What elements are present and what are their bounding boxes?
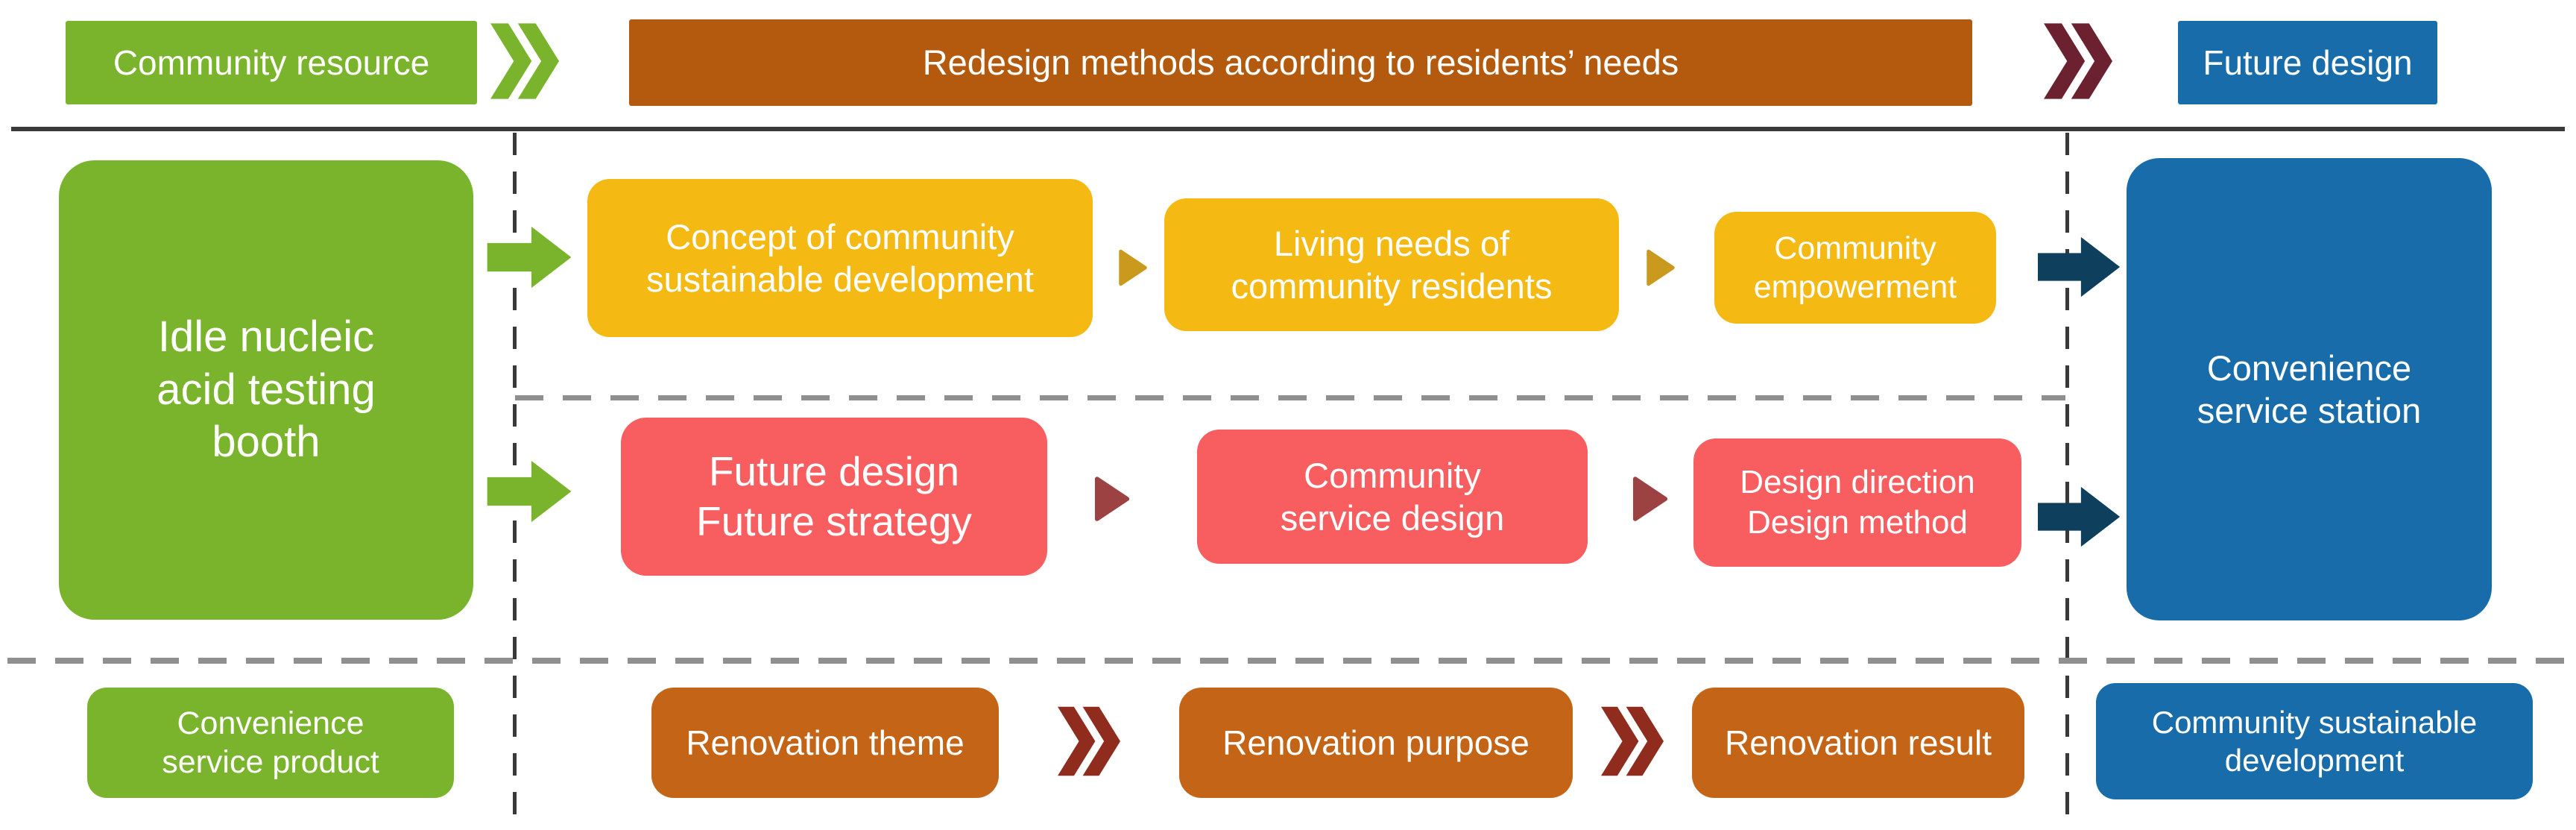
navy-block-arrow-icon xyxy=(2038,236,2121,298)
maroon-triangle-icon xyxy=(1632,477,1668,521)
design-direction-method-box: Design direction Design method xyxy=(1693,438,2021,567)
green-double-chevron-icon xyxy=(490,23,559,99)
green-block-arrow-icon xyxy=(487,226,572,289)
bottom-dashed-guide-line xyxy=(7,658,2569,664)
community-empowerment-box: Community empowerment xyxy=(1714,212,1996,324)
navy-block-arrow-icon xyxy=(2038,486,2121,547)
idle-nucleic-acid-testing-booth-box: Idle nucleic acid testing booth xyxy=(59,160,473,620)
header-redesign-methods-bar: Redesign methods according to residents’… xyxy=(629,19,1972,106)
header-future-design-box: Future design xyxy=(2178,21,2437,104)
concept-sustainable-development-box: Concept of community sustainable develop… xyxy=(587,179,1093,337)
renovation-result-box: Renovation result xyxy=(1692,688,2024,798)
header-community-resource-box: Community resource xyxy=(66,21,477,104)
renovation-purpose-box: Renovation purpose xyxy=(1179,688,1573,798)
future-design-strategy-box: Future design Future strategy xyxy=(621,418,1047,576)
community-service-design-box: Community service design xyxy=(1197,430,1588,564)
gold-triangle-icon xyxy=(1647,249,1675,286)
community-sustainable-development-box: Community sustainable development xyxy=(2096,683,2533,799)
convenience-service-product-box: Convenience service product xyxy=(87,688,454,798)
right-dashed-guide-line xyxy=(2065,133,2069,830)
header-divider-line xyxy=(11,127,2565,131)
maroon-triangle-icon xyxy=(1094,477,1130,521)
middle-dashed-guide-line xyxy=(515,395,2065,400)
green-block-arrow-icon xyxy=(487,460,572,523)
gold-triangle-icon xyxy=(1119,249,1147,286)
convenience-service-station-box: Convenience service station xyxy=(2127,158,2492,620)
living-needs-residents-box: Living needs of community residents xyxy=(1164,198,1619,331)
brick-double-chevron-icon xyxy=(1601,706,1664,776)
maroon-double-chevron-icon xyxy=(2044,23,2112,99)
brick-double-chevron-icon xyxy=(1058,706,1120,776)
renovation-theme-box: Renovation theme xyxy=(651,688,999,798)
